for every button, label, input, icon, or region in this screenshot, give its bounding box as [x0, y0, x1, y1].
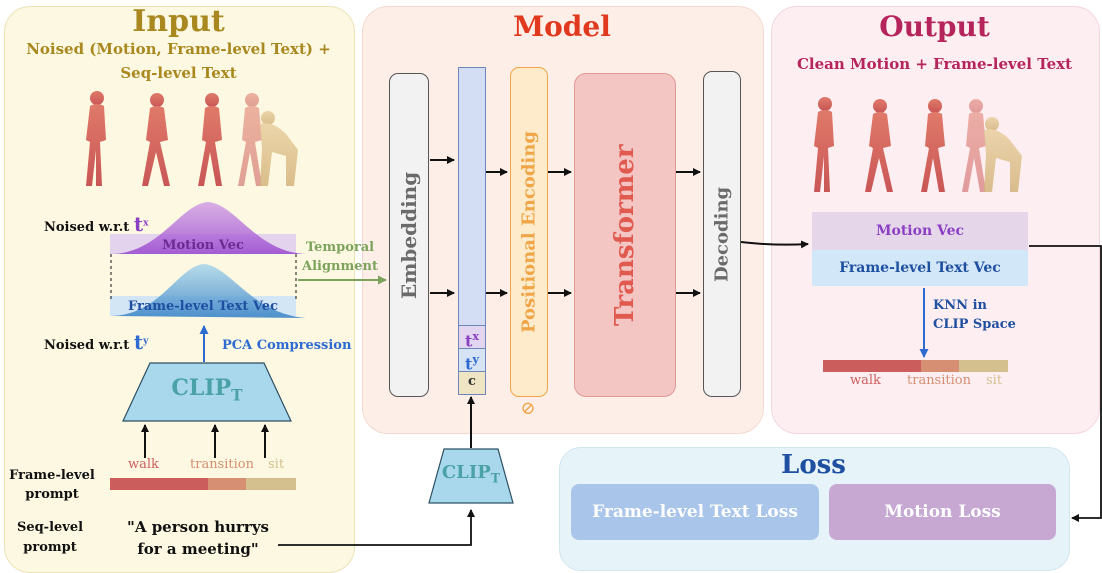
token-c: c — [458, 371, 486, 395]
noised-x-label: Noised w.r.t tx — [44, 212, 149, 236]
output-word-sit: sit — [986, 373, 1003, 388]
output-motion-vec: Motion Vec — [812, 212, 1028, 250]
input-prompt-bar-walk — [110, 478, 208, 490]
motion-loss-box: Motion Loss — [829, 484, 1056, 540]
motion-vec-bell — [110, 202, 306, 254]
embedding-block: Embedding — [389, 73, 429, 397]
output-motion-figures — [814, 97, 1022, 192]
transformer-block: Transformer — [574, 73, 676, 397]
input-title: Input — [132, 4, 225, 39]
model-title: Model — [513, 10, 611, 43]
input-word-walk: walk — [128, 457, 159, 472]
token-ty: ty — [458, 348, 486, 373]
input-clip-shape — [122, 362, 292, 422]
input-motion-figures — [86, 91, 298, 186]
pca-label: PCA Compression — [222, 338, 352, 353]
input-frame-text-vec-label: Frame-level Text Vec — [127, 299, 278, 314]
input-word-sit: sit — [268, 457, 285, 472]
frame-text-vec-bell — [110, 264, 306, 318]
output-word-transition: transition — [907, 373, 971, 388]
positional-encoding-block: Positional Encoding — [510, 67, 548, 397]
decoding-block: Decoding — [703, 71, 741, 397]
output-prompt-bar-transition — [921, 360, 959, 372]
output-title: Output — [879, 10, 990, 43]
input-subtitle-1: Noised (Motion, Frame-level Text) + — [26, 40, 331, 58]
output-prompt-bar-walk — [823, 360, 921, 372]
input-word-transition: transition — [190, 457, 254, 472]
token-tx: tx — [458, 325, 486, 350]
seq-clip-label: CLIPT — [441, 462, 501, 486]
token-column — [458, 67, 486, 327]
null-condition-icon: ⊘ — [520, 398, 536, 419]
noised-y-label: Noised w.r.t ty — [44, 330, 149, 354]
input-prompt-bar-transition — [208, 478, 246, 490]
input-subtitle-2: Seq-level Text — [120, 64, 237, 82]
input-prompt-bar-sit — [246, 478, 296, 490]
input-motion-vec-label: Motion Vec — [162, 238, 244, 253]
model-panel — [362, 6, 764, 434]
frame-text-loss-box: Frame-level Text Loss — [571, 484, 819, 540]
input-clip-label: CLIPT — [171, 375, 243, 405]
output-prompt-bar-sit — [959, 360, 1008, 372]
output-subtitle: Clean Motion + Frame-level Text — [796, 55, 1073, 73]
output-word-walk: walk — [850, 373, 881, 388]
output-frame-text-vec: Frame-level Text Vec — [812, 250, 1028, 286]
seq-clip-shape — [428, 448, 514, 504]
loss-title: Loss — [781, 450, 846, 480]
